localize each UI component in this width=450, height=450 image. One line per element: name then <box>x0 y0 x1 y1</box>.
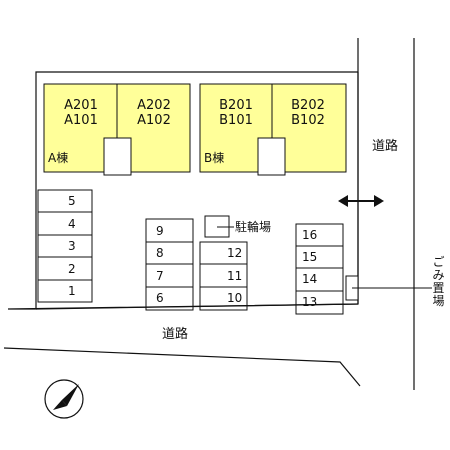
building-b-label: B棟 <box>204 151 225 165</box>
unit-upper-label: A201 <box>64 98 98 113</box>
unit-lower-label: A102 <box>137 113 171 128</box>
parking-slot-1: 1 <box>68 284 76 298</box>
building-a-entrance <box>103 137 132 176</box>
road-right-label: 道路 <box>372 139 399 154</box>
north-arrow-icon <box>44 379 84 419</box>
parking-slot-3: 3 <box>68 239 76 253</box>
unit-a202-a102: A202 A102 <box>117 98 191 128</box>
parking-slot-8: 8 <box>156 246 164 260</box>
parking-column-4 <box>295 223 344 315</box>
parking-slot-12: 12 <box>227 246 243 260</box>
bicycle-parking-label: 駐輪場 <box>235 220 272 234</box>
parking-slot-7: 7 <box>156 269 164 283</box>
unit-b201-b101: B201 B101 <box>199 98 273 128</box>
building-b-entrance <box>257 137 286 176</box>
parking-slot-13: 13 <box>302 295 318 309</box>
parking-slot-16: 16 <box>302 228 318 242</box>
unit-upper-label: A202 <box>137 98 171 113</box>
parking-slot-10: 10 <box>227 291 243 305</box>
parking-column-2 <box>145 218 194 311</box>
parking-slot-6: 6 <box>156 291 164 305</box>
boundary-bottom-right <box>35 303 359 310</box>
parking-slot-2: 2 <box>68 262 76 276</box>
parking-column-3 <box>199 241 248 311</box>
parking-column-1 <box>37 189 93 303</box>
parking-slot-4: 4 <box>68 217 76 231</box>
garbage-label: ごみ置場 <box>432 255 445 308</box>
road-bottom-edge <box>3 347 361 387</box>
unit-a201-a101: A201 A101 <box>44 98 118 128</box>
parking-slot-15: 15 <box>302 250 318 264</box>
building-a-label: A棟 <box>48 151 69 165</box>
unit-b202-b102: B202 B102 <box>271 98 345 128</box>
parking-slot-5: 5 <box>68 194 76 208</box>
unit-lower-label: B102 <box>291 113 325 128</box>
road-bottom-label: 道路 <box>162 327 189 342</box>
unit-upper-label: B202 <box>291 98 325 113</box>
unit-lower-label: B101 <box>219 113 253 128</box>
parking-slot-9: 9 <box>156 224 164 238</box>
double-arrow-icon <box>338 195 384 207</box>
unit-lower-label: A101 <box>64 113 98 128</box>
parking-slot-11: 11 <box>227 269 243 283</box>
parking-slot-14: 14 <box>302 272 318 286</box>
unit-upper-label: B201 <box>219 98 253 113</box>
